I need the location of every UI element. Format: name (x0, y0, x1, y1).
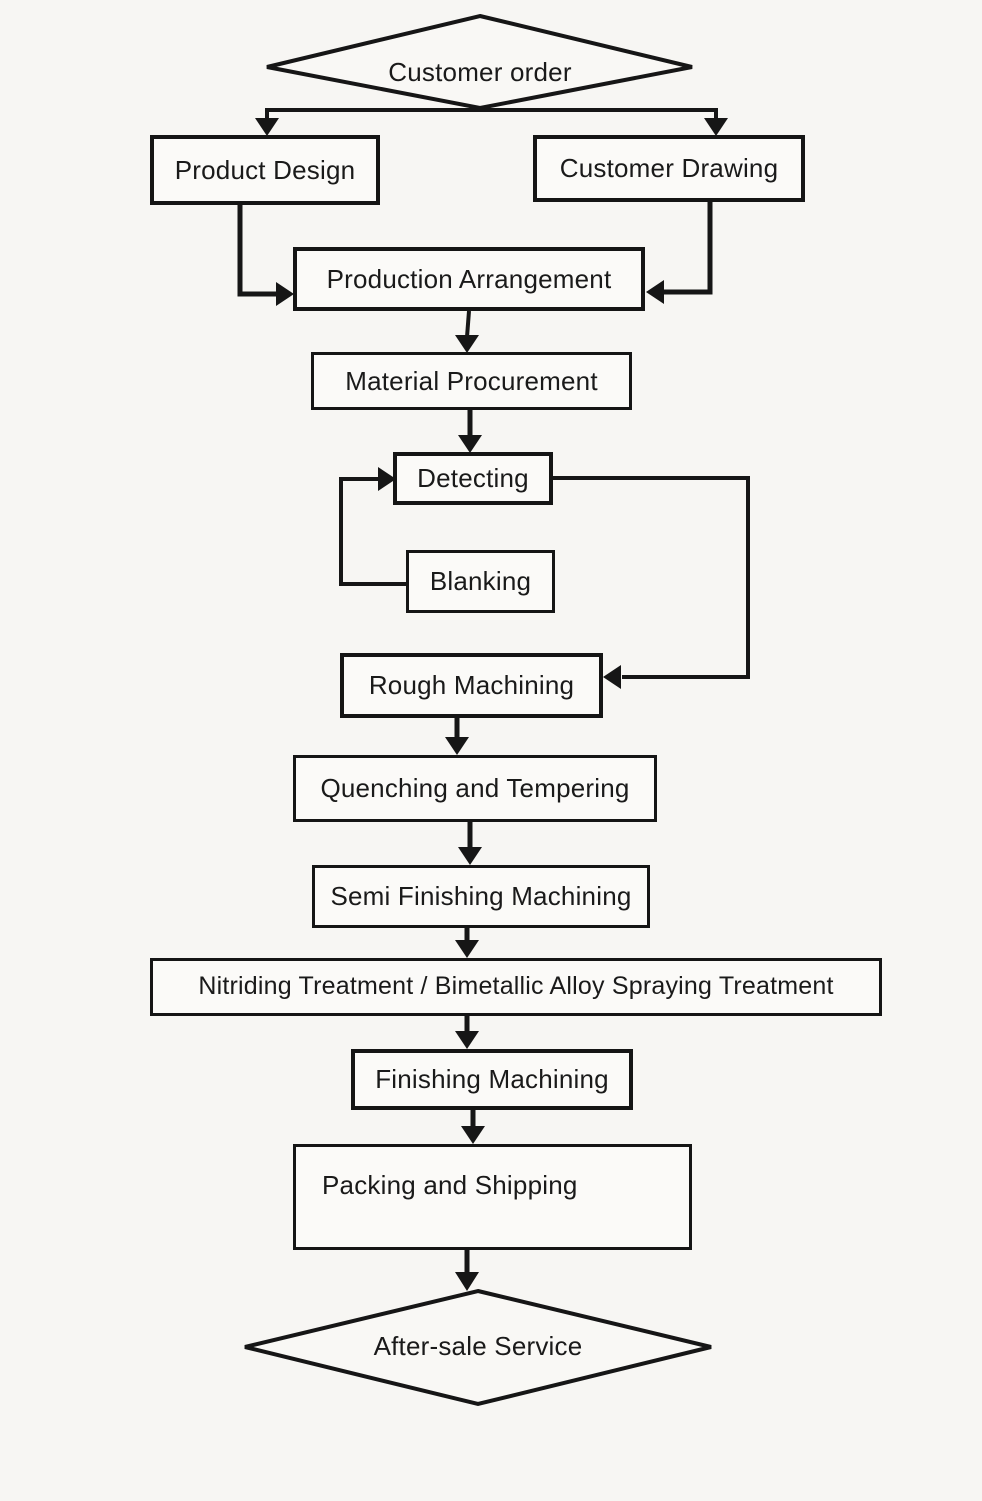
edge-product-design-to-production-arrangement (237, 205, 294, 306)
edge-semi-finishing-to-nitriding (455, 928, 479, 958)
node-nitriding-treatment: Nitriding Treatment / Bimetallic Alloy S… (150, 958, 882, 1016)
edge-nitriding-to-finishing (455, 1016, 479, 1049)
node-detecting: Detecting (393, 452, 553, 505)
node-packing-and-shipping: Packing and Shipping (293, 1144, 692, 1250)
node-product-design: Product Design (150, 135, 380, 205)
edge-customer-drawing-to-production-arrangement (646, 202, 713, 304)
edge-finishing-to-packing (461, 1110, 485, 1144)
node-customer-drawing: Customer Drawing (533, 135, 805, 202)
edge-blanking-to-detecting (339, 467, 406, 586)
edge-material-procurement-to-detecting (458, 410, 482, 453)
node-production-arrangement: Production Arrangement (293, 247, 645, 311)
after-sale-service-diamond-shape (244, 1288, 712, 1407)
node-finishing-machining: Finishing Machining (351, 1049, 633, 1110)
node-customer-order: Customer order (388, 57, 572, 87)
node-rough-machining: Rough Machining (340, 653, 603, 718)
edge-rough-machining-to-quenching (445, 718, 469, 755)
edge-quenching-to-semi-finishing (458, 822, 482, 865)
node-material-procurement: Material Procurement (311, 352, 632, 410)
edge-customer-order-split (255, 108, 728, 136)
edge-detecting-to-rough-machining (553, 476, 750, 689)
edge-production-arrangement-to-material-procurement (455, 310, 479, 353)
node-after-sale-service: After-sale Service (373, 1331, 583, 1361)
node-quenching-and-tempering: Quenching and Tempering (293, 755, 657, 822)
node-blanking: Blanking (406, 550, 555, 613)
edge-packing-to-after-sale (455, 1250, 479, 1291)
node-semi-finishing-machining: Semi Finishing Machining (312, 865, 650, 928)
